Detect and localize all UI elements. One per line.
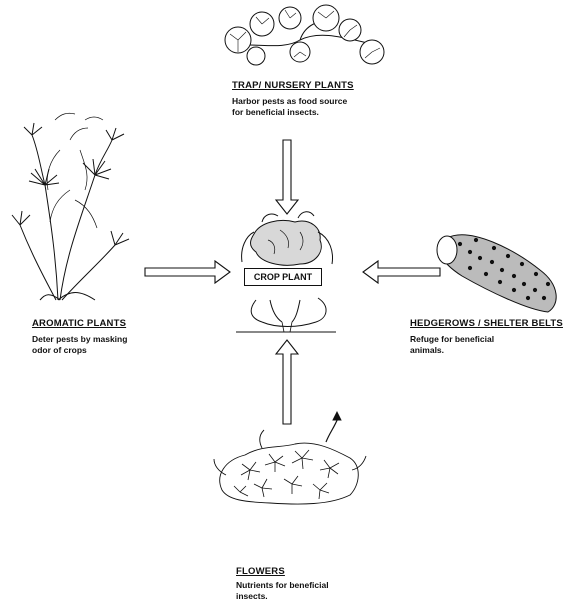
flowers-desc-line2: insects.	[236, 591, 376, 602]
flower-cluster-icon	[214, 412, 366, 504]
aromatic-plants-title: AROMATIC PLANTS	[32, 318, 126, 329]
trap-plants-desc: Harbor pests as food source for benefici…	[232, 96, 392, 118]
dill-plant-icon	[12, 113, 129, 300]
arrow-from-hedgerows	[363, 261, 440, 283]
arrow-from-aromatic-plants	[145, 261, 230, 283]
aromatic-plants-desc-line2: odor of crops	[32, 345, 172, 356]
trap-plants-title: TRAP/ NURSERY PLANTS	[232, 80, 354, 91]
hedgerows-title: HEDGEROWS / SHELTER BELTS	[410, 318, 563, 329]
trap-plants-desc-line2: for beneficial insects.	[232, 107, 392, 118]
arrow-from-trap-plants	[276, 140, 298, 214]
arrow-from-flowers	[276, 340, 298, 424]
crop-plant-label: CROP PLANT	[244, 268, 322, 286]
aromatic-plants-desc-line1: Deter pests by masking	[32, 334, 172, 345]
flowers-title: FLOWERS	[236, 566, 285, 577]
flowers-desc-line1: Nutrients for beneficial	[236, 580, 376, 591]
trap-plants-desc-line1: Harbor pests as food source	[232, 96, 392, 107]
hedge-roll-icon	[437, 235, 556, 312]
hedgerows-desc-line2: animals.	[410, 345, 550, 356]
aromatic-plants-desc: Deter pests by masking odor of crops	[32, 334, 172, 356]
hedgerows-desc-line1: Refuge for beneficial	[410, 334, 550, 345]
flowers-desc: Nutrients for beneficial insects.	[236, 580, 376, 602]
vine-leaves-icon	[225, 5, 384, 65]
hedgerows-desc: Refuge for beneficial animals.	[410, 334, 550, 356]
